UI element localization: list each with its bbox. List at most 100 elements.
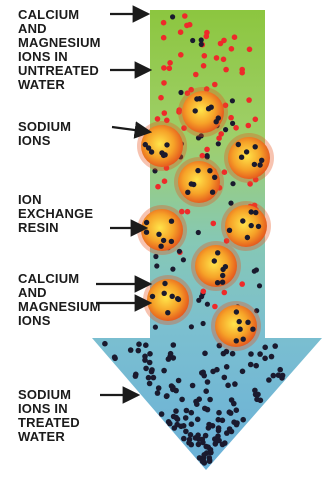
calcium-magnesium-ion	[212, 304, 218, 310]
calcium-magnesium-ion	[246, 123, 252, 129]
sodium-ion	[202, 406, 208, 412]
bound-sodium-ion	[214, 119, 219, 124]
sodium-ion	[205, 379, 211, 385]
sodium-ion	[207, 455, 213, 461]
calcium-magnesium-ion	[161, 65, 167, 71]
sodium-ion	[271, 373, 277, 379]
sodium-ion	[190, 383, 196, 389]
sodium-ion	[201, 452, 207, 458]
sodium-ion	[280, 373, 286, 379]
calcium-magnesium-ion	[178, 29, 184, 35]
calcium-magnesium-ion	[193, 72, 199, 78]
label-ion-exchange-resin: ION EXCHANGE RESIN	[18, 193, 93, 235]
calcium-magnesium-ion	[221, 57, 227, 63]
sodium-ion	[128, 347, 134, 353]
calcium-magnesium-ion	[167, 60, 173, 66]
bound-sodium-ion	[159, 150, 164, 155]
bound-sodium-ion	[210, 190, 215, 195]
sodium-ion	[189, 410, 195, 416]
bound-sodium-ion	[223, 264, 228, 269]
bound-sodium-ion	[164, 142, 169, 147]
sodium-ion	[230, 98, 235, 103]
sodium-ion	[186, 440, 192, 446]
sodium-ion	[240, 369, 246, 375]
sodium-ion	[161, 368, 167, 374]
calcium-magnesium-ion	[211, 221, 217, 227]
sodium-ion	[173, 408, 179, 414]
sodium-ion	[277, 367, 283, 373]
sodium-ion	[205, 302, 210, 307]
bound-sodium-ion	[249, 223, 254, 228]
bound-sodium-ion	[144, 230, 149, 235]
bound-sodium-ion	[253, 210, 258, 215]
sodium-ion	[155, 390, 161, 396]
sodium-ion	[230, 351, 236, 357]
label-pointers	[96, 14, 150, 395]
sodium-ion	[136, 348, 142, 354]
sodium-ion	[216, 410, 222, 416]
bound-sodium-ion	[220, 280, 225, 285]
bound-sodium-ion	[165, 310, 170, 315]
bound-sodium-ion	[252, 162, 257, 167]
sodium-ion	[170, 385, 176, 391]
calcium-magnesium-ion	[201, 63, 207, 69]
bound-sodium-ion	[236, 142, 241, 147]
calcium-magnesium-ion	[233, 125, 239, 131]
sodium-ion	[272, 343, 278, 349]
sodium-ion	[257, 351, 263, 357]
sodium-ion	[164, 393, 170, 399]
calcium-magnesium-ion	[201, 289, 207, 295]
calcium-magnesium-ion	[228, 115, 234, 121]
sodium-ion	[166, 356, 172, 362]
sodium-ion	[255, 392, 261, 398]
sodium-ion	[196, 298, 201, 303]
sodium-ion	[178, 424, 184, 430]
calcium-magnesium-ion	[162, 110, 168, 116]
bound-sodium-ion	[209, 105, 214, 110]
bound-sodium-ion	[245, 235, 250, 240]
sodium-ion	[203, 388, 209, 394]
sodium-ion	[170, 14, 175, 19]
sodium-ion	[184, 408, 190, 414]
sodium-ion	[248, 362, 254, 368]
sodium-ion	[234, 422, 240, 428]
bound-sodium-ion	[240, 218, 245, 223]
sodium-ion	[179, 397, 185, 403]
sodium-ion	[202, 351, 208, 357]
sodium-ion	[215, 433, 221, 439]
sodium-ion	[196, 230, 201, 235]
sodium-ion	[195, 417, 201, 423]
bound-sodium-ion	[169, 219, 174, 224]
sodium-ion	[147, 351, 153, 357]
sodium-ion	[229, 397, 235, 403]
bound-sodium-ion	[144, 220, 149, 225]
sodium-ion	[176, 378, 182, 384]
sodium-ion	[216, 428, 222, 434]
sodium-ion	[181, 257, 186, 262]
sodium-ion	[257, 283, 262, 288]
bound-sodium-ion	[185, 190, 190, 195]
sodium-ion	[189, 324, 194, 329]
bound-sodium-ion	[176, 297, 181, 302]
calcium-magnesium-ion	[178, 52, 184, 58]
sodium-ion	[248, 351, 254, 357]
bound-sodium-ion	[169, 239, 174, 244]
bound-sodium-ion	[162, 291, 167, 296]
bound-sodium-ion	[234, 309, 239, 314]
calcium-magnesium-ion	[187, 22, 193, 28]
bound-sodium-ion	[195, 168, 200, 173]
bound-sodium-ion	[158, 244, 163, 249]
sodium-ion	[230, 181, 235, 186]
sodium-ion	[183, 415, 189, 421]
sodium-ion	[159, 411, 165, 417]
sodium-ion	[170, 267, 175, 272]
calcium-magnesium-ion	[212, 82, 218, 88]
calcium-magnesium-ion	[232, 34, 238, 40]
sodium-ion	[201, 321, 206, 326]
sodium-ion	[207, 397, 213, 403]
calcium-magnesium-ion	[214, 55, 220, 61]
sodium-ion	[224, 364, 230, 370]
sodium-ion	[181, 436, 187, 442]
bound-sodium-ion	[227, 228, 232, 233]
bound-sodium-ion	[189, 181, 194, 186]
